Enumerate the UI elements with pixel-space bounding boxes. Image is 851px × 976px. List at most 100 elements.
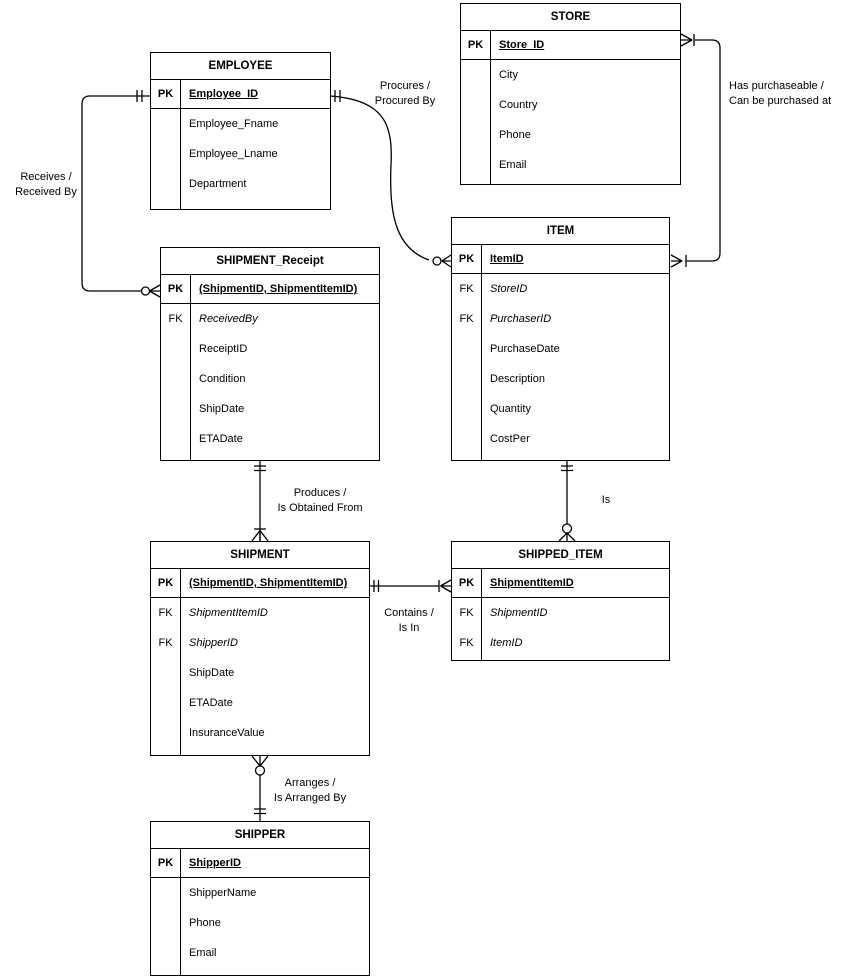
pk-attribute: Store_ID [491, 31, 680, 60]
entity-shipment-receipt[interactable]: SHIPMENT_Receipt PK (ShipmentID, Shipmen… [160, 247, 380, 461]
crowsfoot-icon [680, 33, 693, 47]
relationship-line-produces [251, 461, 269, 542]
key-cell: FK [161, 304, 191, 334]
pk-key-cell: PK [452, 245, 482, 274]
relationship-label-has-purchaseable: Has purchaseable / Can be purchased at [729, 80, 832, 107]
attribute-filler [482, 454, 669, 460]
key-cell [161, 334, 191, 364]
attribute: ETADate [189, 697, 233, 709]
crowsfoot-icon [558, 532, 576, 542]
pk-attribute: ShipmentItemID [482, 569, 669, 598]
attribute: Country [499, 99, 538, 111]
one-and-only-one-icon [334, 90, 341, 102]
key-cell-filler [161, 454, 191, 460]
entity-title: EMPLOYEE [151, 53, 330, 80]
key-cell [452, 424, 482, 454]
pk-attribute: Employee_ID [181, 80, 330, 109]
key-cell [452, 394, 482, 424]
key-cell [461, 120, 491, 150]
relationship-line-is [558, 461, 576, 542]
attribute: Employee_Fname [189, 118, 279, 130]
key-cell-filler [151, 968, 181, 975]
attribute: Email [189, 947, 217, 959]
entity-title: SHIPPED_ITEM [452, 542, 669, 569]
attribute: InsuranceValue [189, 727, 265, 739]
key-cell-filler [461, 180, 491, 184]
zero-or-many-icon [140, 286, 151, 296]
key-cell [161, 424, 191, 454]
relationship-label-procures: Procures / Procured By [374, 80, 436, 107]
pk-key-cell: PK [161, 275, 191, 304]
crowsfoot-icon [441, 254, 452, 268]
crowsfoot-icon [440, 579, 452, 593]
one-and-only-one-icon [254, 465, 266, 472]
entity-title: SHIPPER [151, 822, 369, 849]
pk-attribute: (ShipmentID, ShipmentItemID) [191, 275, 379, 304]
entity-title: SHIPMENT_Receipt [161, 248, 379, 275]
entity-shipment[interactable]: SHIPMENT PK (ShipmentID, ShipmentItemID)… [150, 541, 370, 756]
attribute: StoreID [490, 283, 528, 295]
relationship-line-procures [329, 90, 452, 268]
key-cell [151, 658, 181, 688]
key-cell-filler [151, 748, 181, 755]
key-cell [151, 139, 181, 169]
key-cell [151, 688, 181, 718]
attribute: Quantity [490, 403, 531, 415]
attribute: Description [490, 373, 546, 385]
key-cell [452, 364, 482, 394]
relationship-line-contains [370, 579, 452, 593]
entity-shipped-item[interactable]: SHIPPED_ITEM PK ShipmentItemID FK Shipme… [451, 541, 670, 661]
attribute: ShipperID [189, 637, 238, 649]
key-cell [161, 394, 191, 424]
key-cell [151, 878, 181, 908]
pk-key-cell: PK [151, 569, 181, 598]
entity-shipper[interactable]: SHIPPER PK ShipperID ShipperName Phone E… [150, 821, 370, 976]
crowsfoot-icon [251, 755, 269, 767]
key-cell [151, 938, 181, 968]
entity-title: SHIPMENT [151, 542, 369, 569]
entity-item[interactable]: ITEM PK ItemID FK StoreID FK PurchaserID… [451, 217, 670, 461]
attribute-filler [181, 748, 369, 755]
relationship-label-contains: Contains / Is In [384, 607, 434, 634]
one-and-only-one-icon [561, 465, 573, 472]
attribute: ReceiptID [199, 343, 248, 355]
pk-attribute: ItemID [482, 245, 669, 274]
relationship-line-receives [81, 90, 161, 298]
pk-key-cell: PK [151, 80, 181, 109]
attribute: Department [189, 178, 247, 190]
attribute: Phone [189, 917, 221, 929]
entity-title: ITEM [452, 218, 669, 245]
attribute-filler [181, 968, 369, 975]
attribute: Employee_Lname [189, 148, 278, 160]
attribute-filler [482, 658, 669, 660]
relationship-label-produces: Produces / Is Obtained From [277, 487, 363, 514]
attribute-filler [491, 180, 680, 184]
key-cell [161, 364, 191, 394]
attribute: ETADate [199, 433, 243, 445]
key-cell-filler [452, 658, 482, 660]
attribute: ShipDate [189, 667, 235, 679]
attribute: PurchaserID [490, 313, 552, 325]
key-cell [151, 169, 181, 199]
relationship-label-receives: Receives / Received By [15, 171, 77, 198]
crowsfoot-icon [251, 530, 269, 542]
key-cell [461, 90, 491, 120]
attribute: Phone [499, 129, 531, 141]
key-cell: FK [452, 598, 482, 628]
key-cell: FK [151, 628, 181, 658]
entity-store[interactable]: STORE PK Store_ID City Country Phone Ema… [460, 3, 681, 185]
key-cell [151, 109, 181, 139]
key-cell [461, 60, 491, 90]
pk-key-cell: PK [151, 849, 181, 878]
key-cell [461, 150, 491, 180]
attribute: PurchaseDate [490, 343, 560, 355]
entity-employee[interactable]: EMPLOYEE PK Employee_ID Employee_Fname E… [150, 52, 331, 210]
key-cell [151, 908, 181, 938]
key-cell [151, 718, 181, 748]
pk-key-cell: PK [461, 31, 491, 60]
key-cell: FK [151, 598, 181, 628]
pk-attribute: (ShipmentID, ShipmentItemID) [181, 569, 369, 598]
zero-or-many-icon [561, 523, 573, 534]
